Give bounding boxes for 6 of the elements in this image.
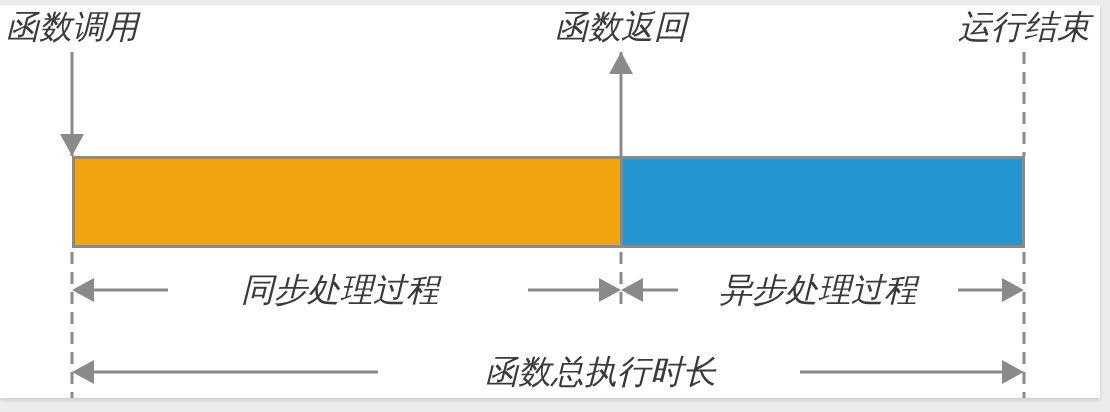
dashed-line bbox=[1022, 52, 1026, 156]
bar-segment bbox=[620, 156, 1025, 248]
arrow bbox=[609, 52, 633, 156]
arrow bbox=[60, 52, 84, 156]
dimension-label: 函数总执行时长 bbox=[484, 354, 716, 390]
bar-segment bbox=[72, 156, 623, 248]
